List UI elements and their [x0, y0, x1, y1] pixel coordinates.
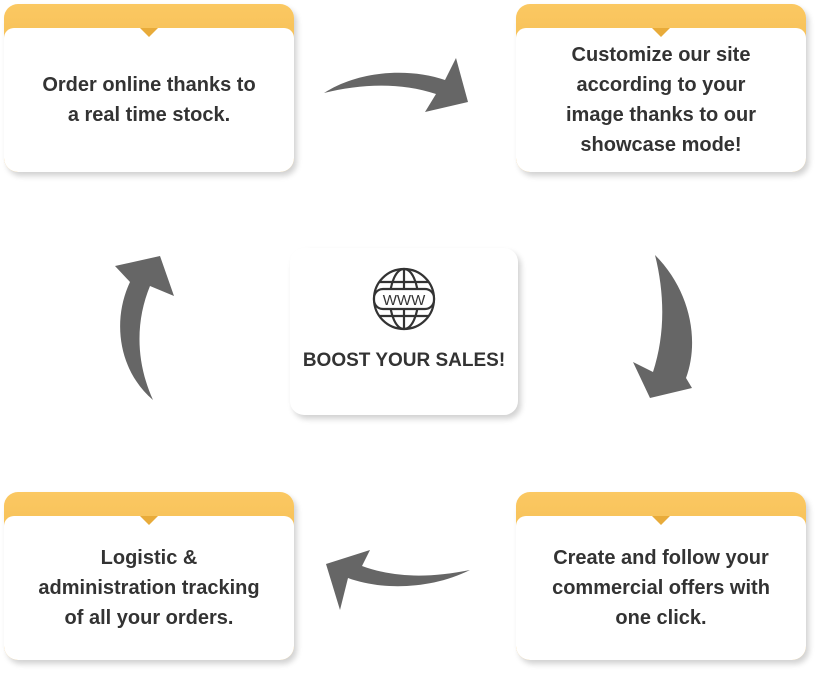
step-card-logistic: Logistic & administration tracking of al… [4, 492, 294, 660]
card-notch [140, 516, 158, 525]
boost-sales-label: BOOST YOUR SALES! [302, 350, 506, 371]
arrow-right-icon [324, 58, 468, 112]
step-text: Customize our site according to your ima… [516, 28, 806, 172]
www-globe-icon: WWW [372, 267, 436, 331]
www-text: WWW [383, 292, 426, 309]
step-card-order-online: Order online thanks to a real time stock… [4, 4, 294, 172]
arrow-down-icon [633, 255, 693, 398]
step-text: Order online thanks to a real time stock… [4, 28, 294, 172]
arrow-left-icon [326, 550, 470, 610]
step-card-offers: Create and follow your commercial offers… [516, 492, 806, 660]
card-notch [652, 28, 670, 37]
card-notch [140, 28, 158, 37]
step-text: Logistic & administration tracking of al… [4, 516, 294, 660]
step-card-customize: Customize our site according to your ima… [516, 4, 806, 172]
arrow-up-icon [115, 256, 174, 400]
step-text: Create and follow your commercial offers… [516, 516, 806, 660]
card-notch [652, 516, 670, 525]
boost-sales-card: WWW BOOST YOUR SALES! [290, 248, 518, 415]
